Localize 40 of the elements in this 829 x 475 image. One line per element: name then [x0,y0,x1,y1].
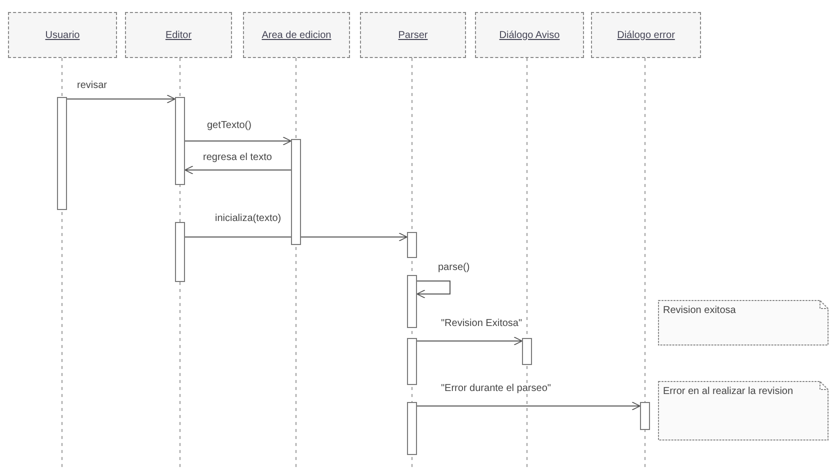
participant-name: Area de edicion [262,30,332,40]
message-label: "Revision Exitosa" [440,318,524,329]
activation-bar [522,338,532,365]
activation-bar [407,338,417,385]
activation-bar [175,97,185,185]
message-arrow [184,232,408,242]
message-arrow [416,280,450,298]
message-label: revisar [76,80,108,91]
participant-box [243,12,350,58]
participant-name: Editor [165,30,192,40]
participant-box [475,12,584,58]
message-label: parse() [437,262,471,273]
message-arrow [184,136,292,146]
note-text: Error en al realizar la revision [663,385,794,398]
activation-bar [175,222,185,282]
participant-box [591,12,701,58]
participant-name: Diálogo error [617,30,675,40]
note-box [658,381,829,441]
activation-bar [640,402,650,430]
participant-name: Usuario [45,30,80,40]
note-text: Revision exitosa [663,304,737,317]
participant-box [125,12,232,58]
activation-bar [291,139,301,245]
note-box [658,300,829,346]
message-label: inicializa(texto) [214,213,282,224]
activation-bar [407,275,417,328]
participant-name: Parser [398,30,428,40]
message-arrow [184,166,292,174]
activation-bar [407,402,417,455]
message-arrow [66,94,176,104]
message-label: regresa el texto [202,152,273,163]
message-label: getTexto() [206,120,252,131]
participant-box [8,12,117,58]
activation-bar [57,97,67,210]
message-arrow [416,336,522,346]
participant-box [360,12,466,58]
participant-name: Diálogo Aviso [499,30,560,40]
message-label: "Error durante el parseo" [440,383,552,394]
activation-bar [407,232,417,258]
message-arrow [416,402,640,410]
